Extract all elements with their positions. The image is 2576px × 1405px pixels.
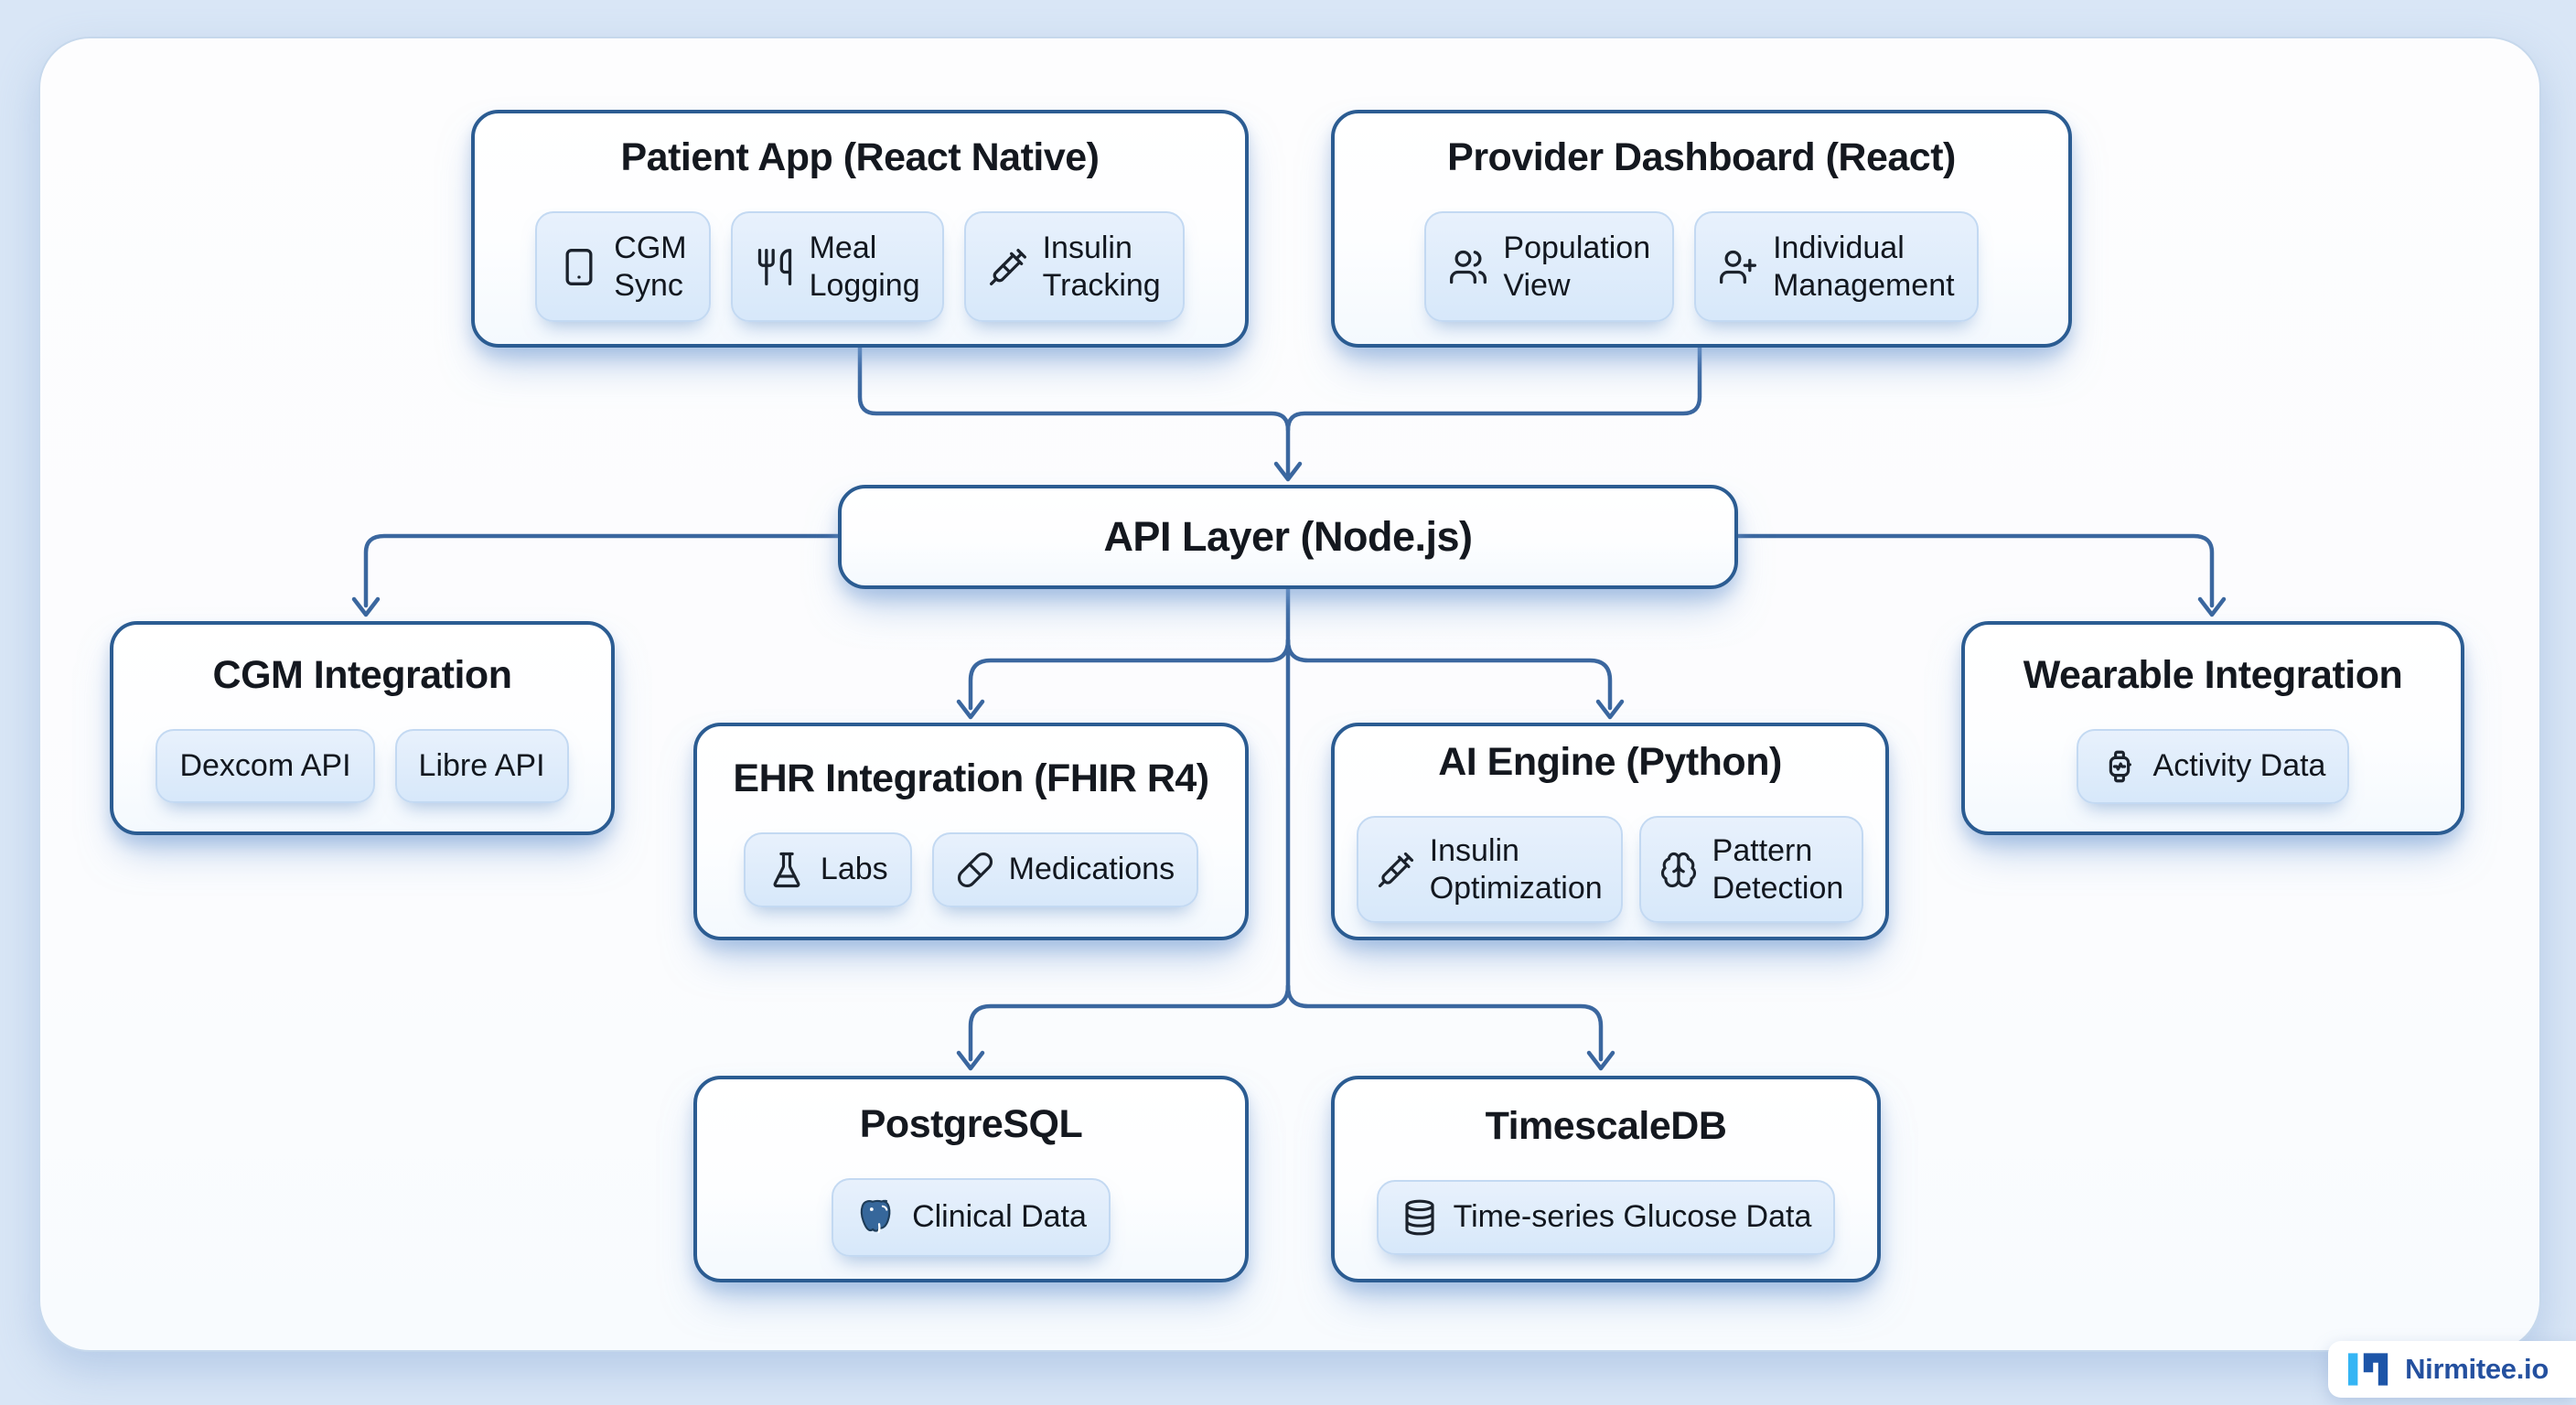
chip-population-view: Population View <box>1424 211 1675 322</box>
chip-insulin-optimization: Insulin Optimization <box>1356 816 1623 923</box>
pill-icon <box>957 852 993 887</box>
chip-libre-api: Libre API <box>394 729 569 803</box>
chip-label: Dexcom API <box>179 748 351 784</box>
postgresql-logo <box>860 1199 891 1233</box>
brain-icon <box>1660 852 1696 887</box>
brand-name: Nirmitee.io <box>2405 1353 2549 1385</box>
node-ai-engine: AI Engine (Python) Insulin Optimization … <box>1331 723 1889 940</box>
user-plus-icon <box>1720 250 1757 284</box>
chip-label: Meal Logging <box>809 231 920 303</box>
chip-row: Population View Individual Management <box>1424 211 1979 322</box>
chip-meal-logging: Meal Logging <box>730 211 944 322</box>
chip-pattern-detection: Pattern Detection <box>1638 816 1864 923</box>
chip-row: Activity Data <box>2076 728 2350 804</box>
chip-clinical-data: Clinical Data <box>832 1177 1111 1257</box>
brand-badge: Nirmitee.io <box>2328 1341 2576 1398</box>
chip-row: CGM Sync Meal Logging Insulin Tracking <box>535 211 1185 322</box>
chip-activity-data: Activity Data <box>2076 728 2350 804</box>
nirmitee-logo-mark <box>2348 1353 2388 1386</box>
node-postgresql: PostgreSQL Clinical Data <box>693 1076 1249 1282</box>
node-cgm-integration: CGM Integration Dexcom API Libre API <box>110 621 615 835</box>
node-patient-app: Patient App (React Native) CGM Sync Meal… <box>471 110 1249 348</box>
node-title: PostgreSQL <box>859 1101 1083 1146</box>
node-title: TimescaleDB <box>1485 1103 1727 1148</box>
chip-label: Libre API <box>418 748 545 784</box>
node-title: Patient App (React Native) <box>620 135 1100 180</box>
node-title: Provider Dashboard (React) <box>1447 135 1956 180</box>
node-title: API Layer (Node.js) <box>1103 513 1473 560</box>
chip-medications: Medications <box>931 831 1199 907</box>
chip-label: Clinical Data <box>912 1199 1087 1235</box>
node-title: AI Engine (Python) <box>1438 740 1782 785</box>
smartphone-icon <box>565 248 593 285</box>
chip-row: Labs Medications <box>743 831 1199 907</box>
utensils-icon <box>757 248 791 285</box>
chip-label: Pattern Detection <box>1712 833 1844 906</box>
chip-label: Medications <box>1008 852 1175 887</box>
watch-icon <box>2109 750 2131 782</box>
chip-label: Individual Management <box>1773 231 1955 303</box>
node-timescaledb: TimescaleDB Time-series Glucose Data <box>1331 1076 1881 1282</box>
chip-row: Dexcom API Libre API <box>156 729 569 803</box>
node-ehr-integration: EHR Integration (FHIR R4) Labs Medicatio… <box>693 723 1249 940</box>
syringe-icon <box>1378 852 1413 887</box>
chip-insulin-tracking: Insulin Tracking <box>963 211 1185 322</box>
chip-row: Time-series Glucose Data <box>1376 1179 1836 1255</box>
node-wearable-integration: Wearable Integration Activity Data <box>1961 621 2464 835</box>
node-provider-dashboard: Provider Dashboard (React) Population Vi… <box>1331 110 2072 348</box>
chip-label: Population View <box>1503 231 1651 303</box>
flask-icon <box>773 852 800 887</box>
node-title: EHR Integration (FHIR R4) <box>733 756 1209 800</box>
chip-individual-management: Individual Management <box>1694 211 1979 322</box>
chip-row: Insulin Optimization Pattern Detection <box>1356 816 1864 923</box>
database-icon <box>1405 1199 1434 1235</box>
syringe-icon <box>989 248 1026 285</box>
chip-dexcom-api: Dexcom API <box>156 729 375 803</box>
chip-label: CGM Sync <box>614 231 687 303</box>
chip-label: Time-series Glucose Data <box>1453 1199 1812 1235</box>
node-api-layer: API Layer (Node.js) <box>838 485 1738 589</box>
users-icon <box>1450 250 1487 284</box>
chip-label: Insulin Optimization <box>1429 833 1603 906</box>
chip-label: Labs <box>820 852 888 887</box>
chip-cgm-sync: CGM Sync <box>535 211 711 322</box>
chip-labs: Labs <box>743 831 912 907</box>
chip-row: Clinical Data <box>832 1177 1111 1257</box>
chip-label: Insulin Tracking <box>1042 231 1161 303</box>
chip-label: Activity Data <box>2152 748 2326 784</box>
node-title: Wearable Integration <box>2023 652 2403 697</box>
node-title: CGM Integration <box>212 653 512 698</box>
chip-timeseries-glucose-data: Time-series Glucose Data <box>1376 1179 1836 1255</box>
